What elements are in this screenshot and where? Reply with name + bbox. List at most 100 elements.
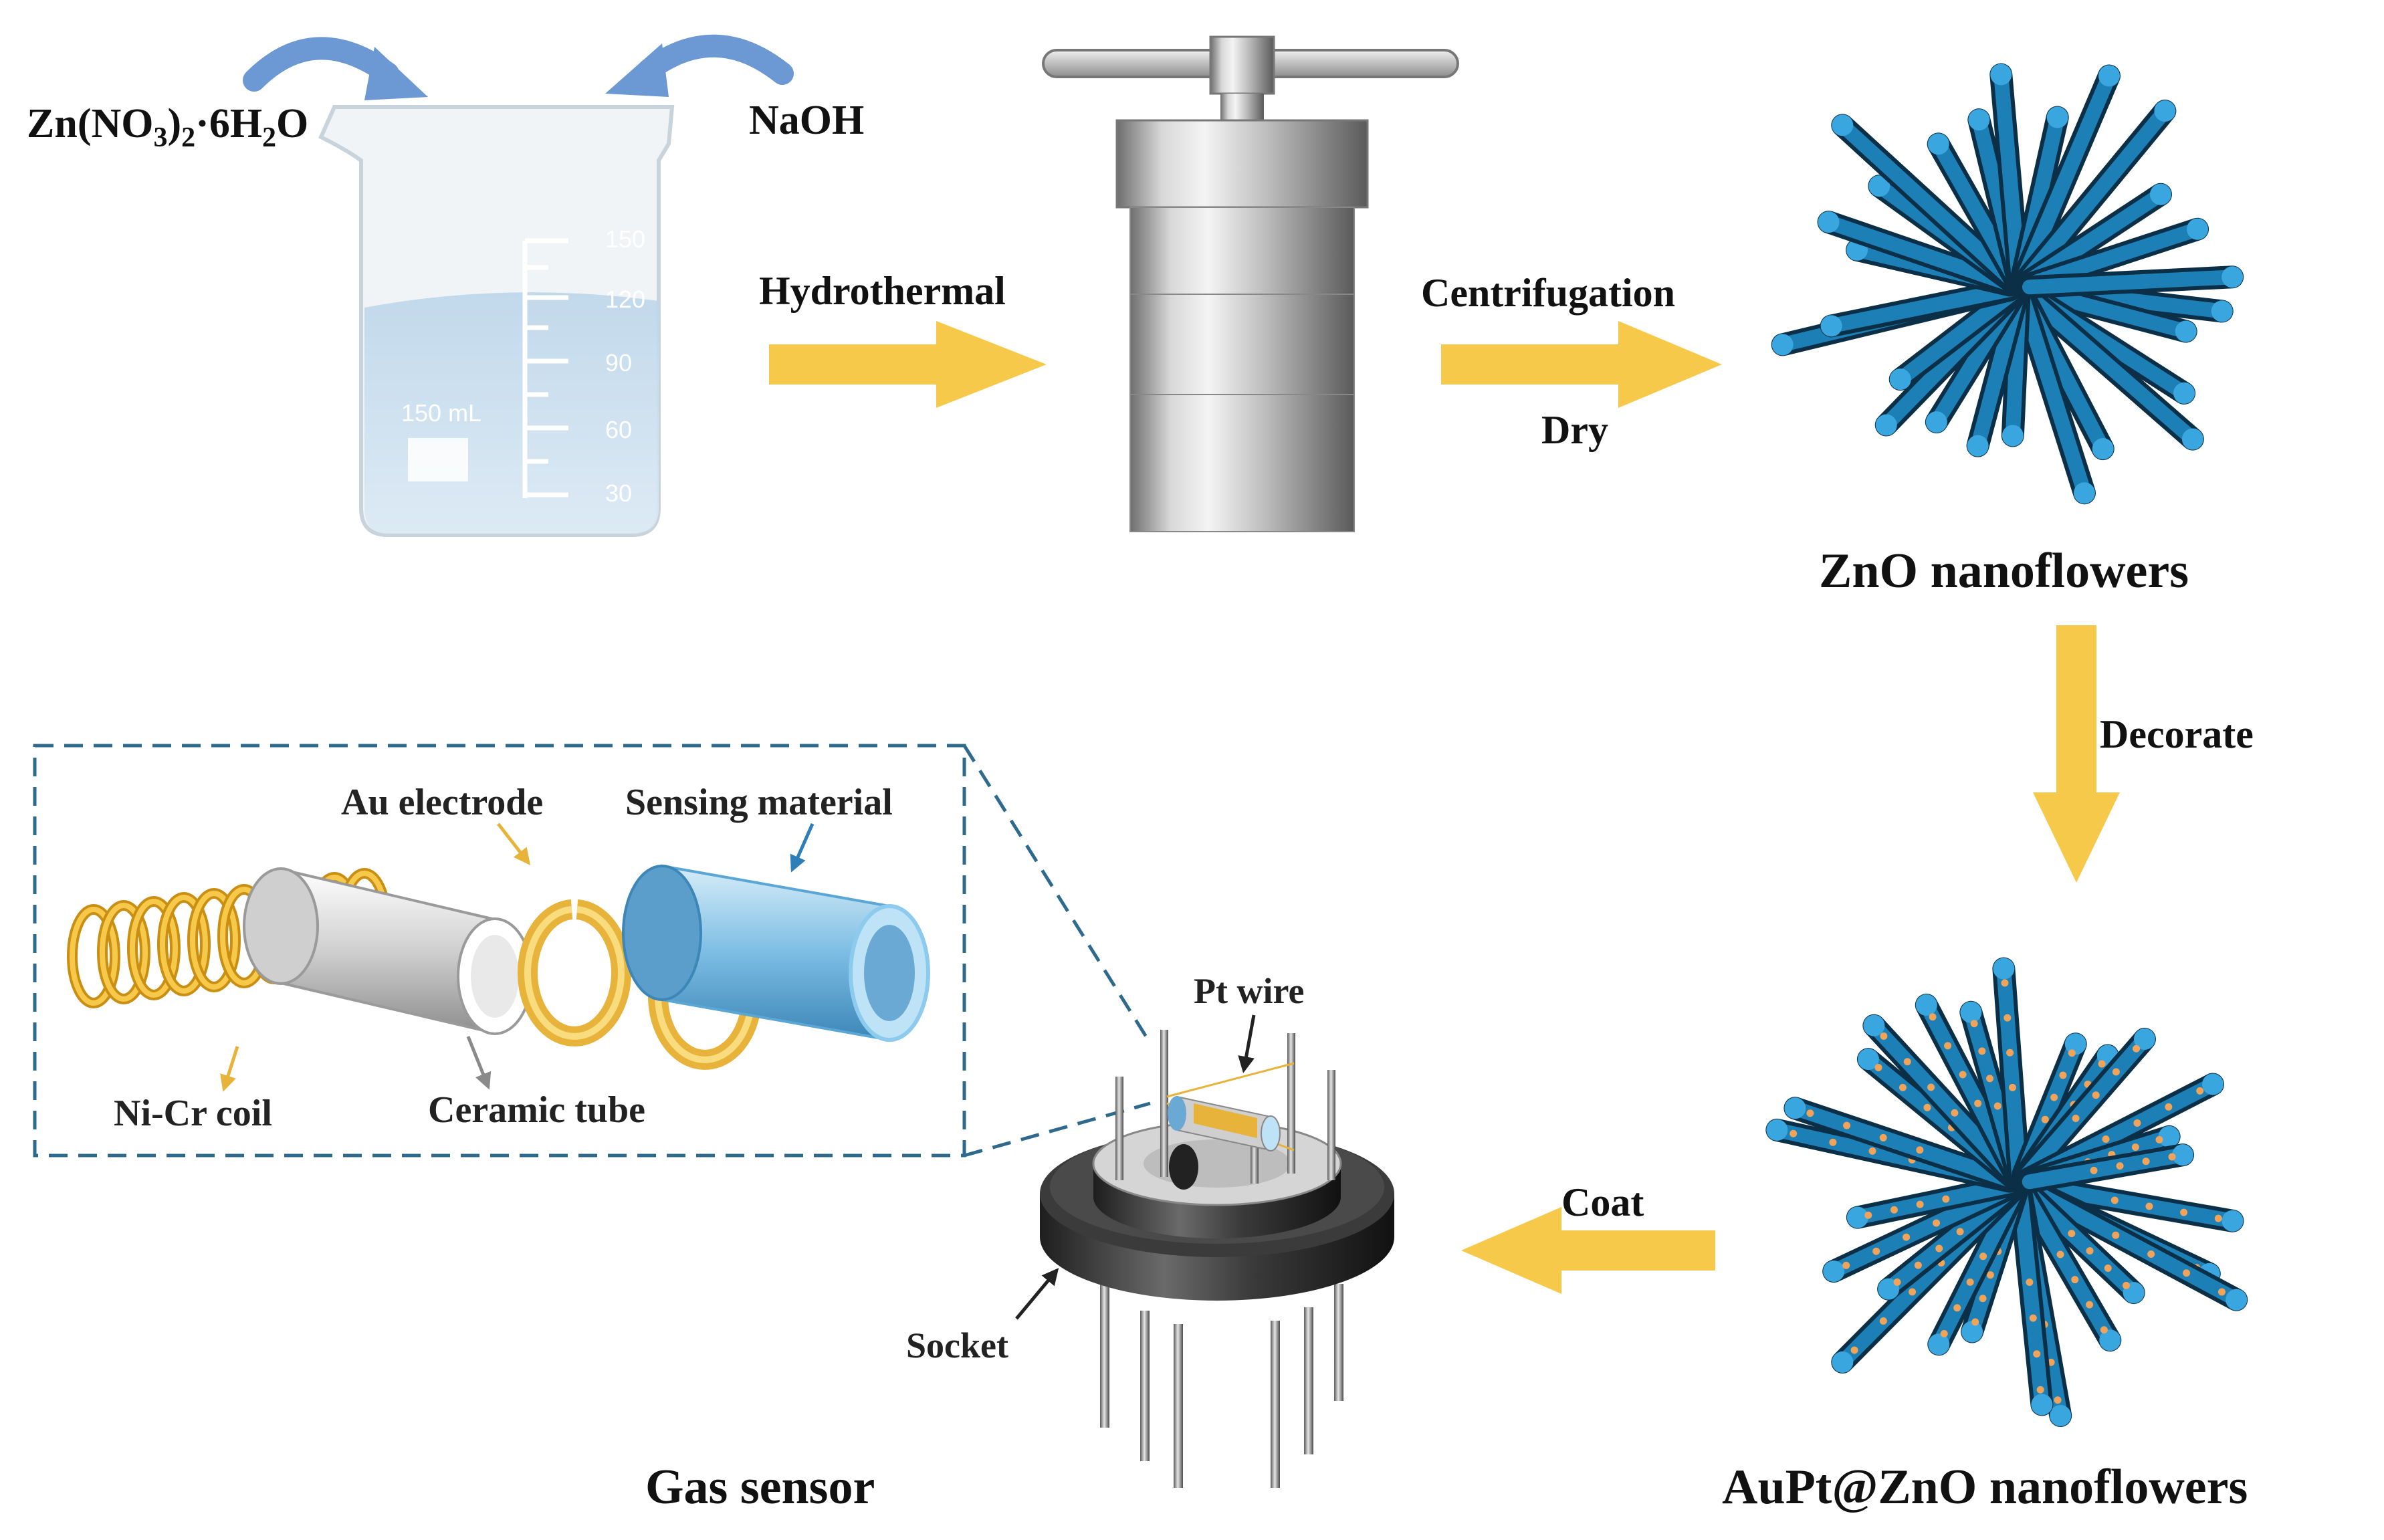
coil-loop-highlight — [130, 899, 178, 998]
nanorod-tip — [1875, 414, 1897, 436]
aupt-nanoparticle — [2072, 1115, 2080, 1123]
nanorod-highlight — [1894, 286, 2020, 385]
centrifugation-label: Centrifugation — [1421, 271, 1675, 315]
aupt-nanoparticle — [1933, 1219, 1941, 1227]
nanorod-tip — [1928, 1333, 1950, 1355]
nanorod-tip — [2001, 425, 2024, 447]
aupt-nanoparticle — [1909, 1288, 1917, 1296]
nanorod-tip — [2092, 438, 2114, 460]
aupt-nanoparticle — [2145, 1202, 2153, 1210]
nanorod-tip — [2098, 65, 2120, 87]
aupt-zno-nanoflowers-label: AuPt@ZnO nanoflowers — [1722, 1460, 2248, 1515]
nanorod-tip — [2211, 300, 2233, 322]
aupt-nanoparticle — [1993, 1102, 2001, 1110]
aupt-nanoparticle — [1903, 1233, 1911, 1241]
nanorod-tip — [2172, 1144, 2194, 1166]
nanorod-tip — [2064, 1033, 2086, 1055]
nanorod-tip — [1968, 109, 1990, 131]
naoh-label: NaOH — [749, 98, 864, 143]
aupt-nanoparticle — [2033, 1350, 2041, 1358]
aupt-nanoparticle — [1944, 1042, 1952, 1050]
beaker-label-patch — [408, 438, 468, 481]
aupt-nanoparticle — [1842, 1261, 1850, 1269]
aupt-nanoparticle — [2050, 1093, 2058, 1101]
reagent-arrow-left — [243, 37, 428, 100]
aupt-nanoparticle — [2086, 1247, 2094, 1255]
aupt-nanoparticle — [2133, 1119, 2141, 1127]
nanorod-tip — [1925, 411, 1947, 433]
nanorod-tip — [2050, 1404, 2072, 1426]
coil-loop-highlight — [70, 907, 118, 1006]
aupt-nanoparticle — [1874, 1063, 1882, 1071]
nanorod-tip — [1863, 1014, 1885, 1036]
scale-mark-120: 120 — [605, 286, 645, 313]
aupt-nanoparticle — [2183, 1269, 2191, 1277]
aupt-nanoparticle — [2029, 1314, 2037, 1322]
aupt-nanoparticle — [2155, 1135, 2163, 1143]
ceramic-tube — [243, 867, 533, 1035]
decorate-arrow — [2033, 625, 2120, 883]
aupt-nanoparticle — [1986, 1075, 1994, 1083]
beaker: 150 120 90 60 30 150 mL — [318, 105, 675, 537]
pt-wire-pointer — [1238, 1014, 1256, 1073]
nanorod-tip — [2226, 1289, 2248, 1311]
aupt-nanoparticle — [1829, 1138, 1837, 1146]
nanorod-tip — [2133, 1028, 2155, 1050]
aupt-nanoparticle — [2026, 1278, 2034, 1286]
aupt-nanoparticle — [2112, 1068, 2120, 1076]
aupt-nanoparticle — [1927, 1083, 1935, 1091]
aupt-nanoparticle — [1899, 1083, 1907, 1091]
aupt-nanoparticle — [1879, 1133, 1887, 1141]
nanorod-tip — [1967, 435, 1989, 457]
ceramic-tube-pointer — [466, 1036, 492, 1090]
aupt-nanoparticle — [2068, 1049, 2076, 1057]
aupt-nanoparticle — [1880, 1032, 1888, 1040]
nanorod-tip — [1784, 1097, 1806, 1119]
aupt-nanoparticle — [1971, 1318, 1979, 1326]
aupt-nanoparticle — [2056, 1250, 2064, 1258]
aupt-nanoparticle — [1959, 1071, 1967, 1079]
nanorod-tip — [2031, 1394, 2053, 1416]
aupt-nanoparticle — [1929, 1013, 1937, 1021]
nanorod-tip — [1889, 368, 1911, 391]
aupt-nanoparticle — [2036, 1386, 2044, 1394]
aupt-nanoparticle — [1942, 1195, 1950, 1203]
nanorod-highlight — [1996, 964, 2026, 1182]
nanorod-highlight — [2015, 290, 2091, 498]
gas-sensor-label: Gas sensor — [645, 1460, 875, 1515]
aupt-nanoparticle — [1864, 1211, 1872, 1219]
socket-pointer — [1015, 1268, 1059, 1320]
coat-arrow — [1461, 1207, 1715, 1294]
nanorod-highlight — [1824, 215, 2018, 292]
aupt-nanoparticle — [2059, 1071, 2067, 1079]
aupt-nanoparticle — [2122, 1281, 2130, 1289]
inset-box — [33, 744, 966, 1158]
reagent-arrow-right — [605, 34, 794, 97]
aupt-nanoparticle — [2003, 1014, 2012, 1022]
hydrothermal-label: Hydrothermal — [759, 269, 1006, 313]
au-electrode-label: Au electrode — [341, 782, 543, 823]
nanorod-tip — [2073, 482, 2095, 504]
aupt-nanoparticle — [2054, 1396, 2062, 1404]
aupt-nanoparticle — [2168, 1153, 2176, 1161]
nanorod-highlight — [2020, 287, 2198, 445]
nanorod-tip — [1993, 958, 2015, 980]
coil-loop-highlight — [100, 903, 148, 1002]
nanorod-highlight — [1852, 1178, 2018, 1224]
pt-wire-label: Pt wire — [1194, 971, 1304, 1011]
nanorod-highlight — [2017, 1185, 2117, 1345]
aupt-nanoparticle — [1903, 1058, 1911, 1066]
aupt-nanoparticle — [1893, 1278, 1901, 1286]
coil-loop-highlight — [160, 895, 208, 994]
nanorod-tip — [2099, 1329, 2121, 1351]
nanorod-tip — [2149, 183, 2171, 205]
nicr-coil-label: Ni-Cr coil — [114, 1093, 272, 1134]
aupt-nanoparticle — [2142, 1158, 2150, 1166]
scale-mark-30: 30 — [605, 479, 632, 507]
aupt-nanoparticle — [1986, 1271, 1994, 1279]
beaker-scale — [522, 238, 568, 498]
nanorod-highlight — [2016, 71, 2116, 286]
aupt-nanoparticle — [2116, 1162, 2124, 1170]
nanorod-highlight — [2018, 106, 2171, 288]
